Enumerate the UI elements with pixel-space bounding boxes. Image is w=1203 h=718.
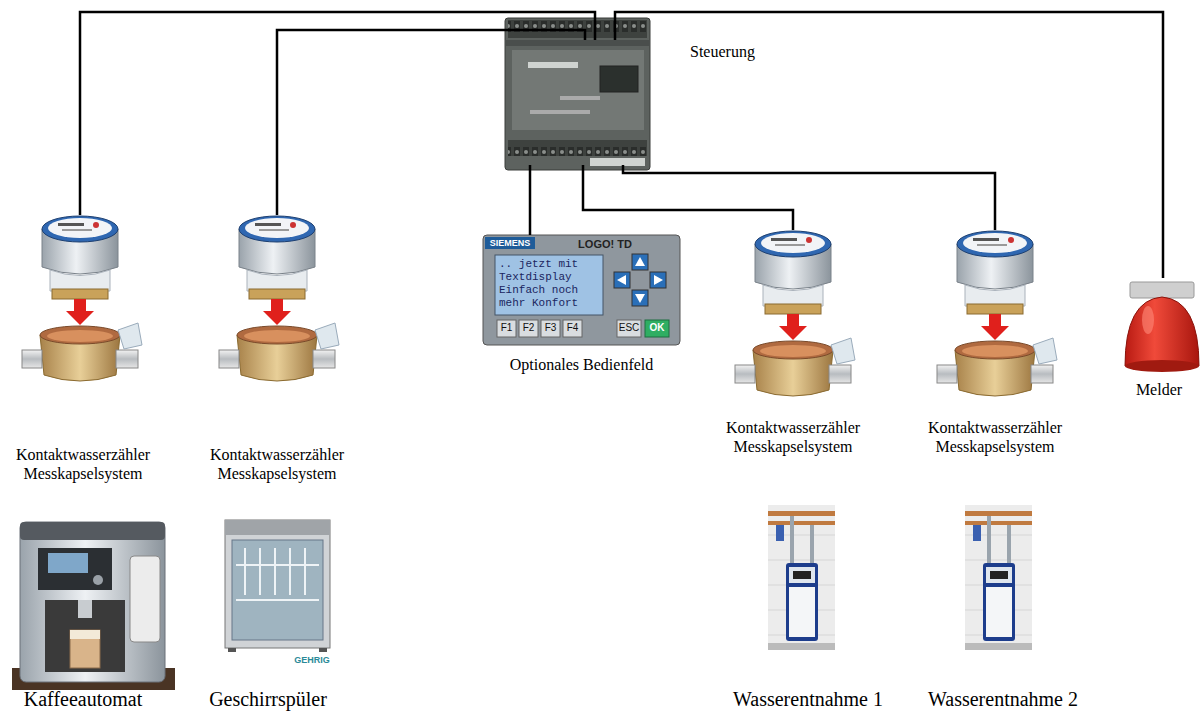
dishwasher-picture-part: [319, 648, 327, 652]
node-label: Geschirrspüler: [193, 687, 343, 711]
operating-panel-picture-part: [495, 255, 603, 315]
appliance: Kaffeeautomat: [0, 515, 160, 711]
node-label: Kontaktwasserzähler Messkapselsystem: [3, 445, 163, 483]
alarm-bell-picture-part: [1142, 306, 1154, 334]
coffee-machine-picture-part: [20, 522, 165, 682]
operating-panel-picture-part: [614, 272, 630, 288]
coffee-machine-picture-part: [48, 553, 88, 573]
plc-controller-picture-part: [600, 66, 638, 92]
alarm-bell: Melder: [1123, 278, 1203, 399]
dishwasher-picture-part: [236, 548, 319, 600]
key-label: F2: [519, 321, 538, 335]
operating-panel-picture-part: [632, 290, 648, 306]
picture-part: [937, 231, 1057, 396]
key-label: OK: [645, 321, 669, 335]
plc-controller-picture-part: [505, 40, 650, 46]
dishwasher-picture-part: [232, 540, 323, 640]
operating-panel-picture-part: [617, 320, 641, 337]
plc-controller-picture-part: [530, 110, 590, 114]
plc-controller-picture-part: [590, 158, 645, 166]
operating-panel-picture-part: [617, 275, 626, 285]
node-label: Wasserentnahme 1: [718, 687, 898, 711]
brand-label: GEHRIG: [288, 654, 336, 666]
node-label: Optionales Bedienfeld: [483, 355, 680, 374]
picture-part: [735, 231, 855, 396]
picture-part: [768, 505, 835, 650]
device-label: LOGO! TD: [560, 237, 650, 251]
operating-panel-picture-part: [563, 320, 582, 337]
operating-panel-picture: [483, 235, 680, 345]
appliance: Wasserentnahme 2: [913, 505, 1093, 711]
operating-panel-picture-part: [497, 320, 516, 337]
display-text: .. jetzt mit Textdisplay Einfach noch me…: [499, 258, 578, 310]
dishwasher-picture: [225, 520, 330, 652]
node-label: Kontaktwasserzähler Messkapselsystem: [713, 418, 873, 456]
operating-panel-picture-part: [654, 275, 663, 285]
alarm-bell-picture-part: [1130, 282, 1194, 298]
dishwasher-picture-part: [228, 648, 236, 652]
node-label: Steuerung: [690, 42, 835, 61]
appliance: Geschirrspüler: [193, 515, 343, 711]
operating-panel-picture-part: [541, 320, 560, 337]
signal-wire: [615, 12, 1163, 278]
plc-controller-picture-part: [512, 50, 644, 130]
picture-part: [22, 216, 142, 381]
alarm-bell-picture-part: [1125, 297, 1199, 366]
key-label: F1: [497, 321, 516, 335]
coffee-machine-picture-part: [45, 600, 125, 672]
brand-label: SIEMENS: [485, 237, 535, 249]
operating-panel-picture-part: [632, 254, 648, 270]
coffee-machine-picture-part: [130, 556, 160, 642]
plc-controller-picture-part: [560, 96, 600, 100]
coffee-machine-picture-part: [78, 600, 92, 618]
key-label: F4: [563, 321, 582, 335]
water-meter: Kontaktwasserzähler Messkapselsystem: [915, 230, 1075, 456]
coffee-machine-picture-part: [93, 575, 103, 585]
signal-wire: [623, 165, 995, 230]
water-meter: Kontaktwasserzähler Messkapselsystem: [713, 230, 873, 456]
plc-controller-picture-part: [528, 62, 578, 68]
operating-panel-picture-part: [519, 320, 538, 337]
plc-controller-picture-part: [505, 18, 650, 170]
plc-controller: Steuerung: [505, 40, 650, 165]
dishwasher-picture-part: [225, 520, 330, 648]
node-label: Wasserentnahme 2: [913, 687, 1093, 711]
picture-part: [965, 505, 1032, 650]
coffee-machine-picture-part: [70, 630, 100, 639]
appliance: Wasserentnahme 1: [718, 505, 898, 711]
key-label: F3: [541, 321, 560, 335]
coffee-machine-picture-part: [38, 548, 112, 590]
node-label: Kontaktwasserzähler Messkapselsystem: [197, 445, 357, 483]
picture-part: [219, 216, 339, 381]
node-label: Melder: [1119, 380, 1199, 399]
node-label: Kontaktwasserzähler Messkapselsystem: [915, 418, 1075, 456]
coffee-machine-picture-part: [20, 522, 165, 540]
operating-panel-picture-part: [645, 320, 669, 337]
plc-controller-picture-part: [508, 140, 647, 156]
signal-wire: [583, 165, 793, 230]
coffee-machine-picture-part: [70, 630, 100, 668]
alarm-bell-picture: [1125, 282, 1199, 372]
operating-panel-picture-part: [650, 272, 666, 288]
coffee-machine-picture: [12, 522, 175, 690]
signal-wire: [529, 165, 532, 235]
node-label: Kaffeeautomat: [3, 687, 163, 711]
water-meter: Kontaktwasserzähler Messkapselsystem: [197, 215, 357, 483]
operating-panel-picture-part: [485, 237, 535, 249]
operating-panel-picture-part: [635, 257, 645, 266]
operating-panel-picture-part: [635, 294, 645, 303]
plc-controller-picture: [505, 18, 650, 170]
water-meter: Kontaktwasserzähler Messkapselsystem: [0, 215, 160, 483]
dishwasher-picture-part: [225, 520, 330, 535]
signal-wire: [80, 12, 595, 215]
operating-panel-picture-part: [483, 235, 680, 345]
signal-wire: [277, 30, 585, 215]
key-label: ESC: [617, 321, 641, 335]
alarm-bell-picture-part: [1125, 360, 1199, 372]
